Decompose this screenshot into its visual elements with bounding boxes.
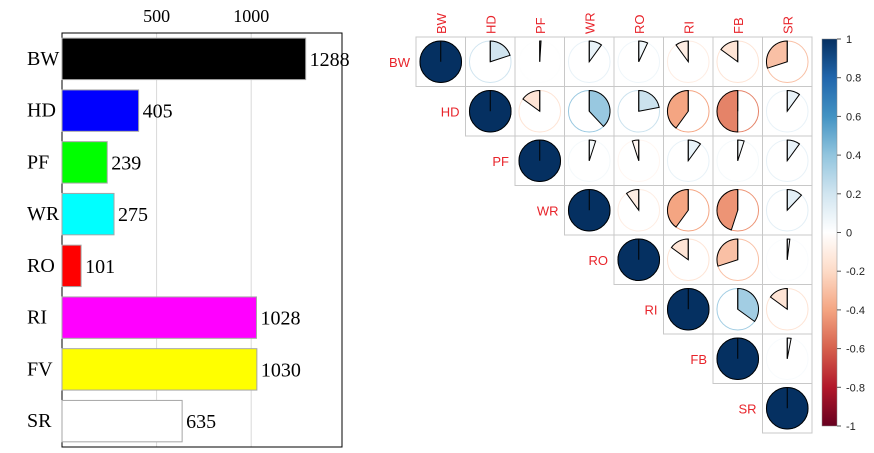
row-label: HD [441,104,460,119]
bar [61,37,307,81]
bar-value-label: 1028 [260,308,300,330]
row-label: WR [537,203,559,218]
column-label: BW [434,12,449,34]
column-label: SR [780,16,795,34]
bar-category-label: WR [27,203,60,225]
bar-plot-border [61,32,343,448]
colorbar-tick-label: 1 [846,34,852,46]
column-label: PF [533,17,548,34]
bar-category-label: RI [27,307,47,329]
bar-category-label: BW [27,48,59,70]
correlation-matrix: BW HD PF WR RO RI FB SR BW HD PF WR RO RI FB SR 1 0.8 0.6 0… [389,12,865,434]
bar-value-label: 405 [143,101,173,123]
row-label: FB [690,352,707,367]
row-label: RI [645,302,658,317]
colorbar-tick-label: 0.8 [846,73,861,85]
colorbar-tick-label: -1 [846,421,856,433]
bar [61,141,108,184]
bar-category-label: RO [27,255,55,277]
colorbar-tick-label: 0.2 [846,189,861,201]
row-label: SR [738,401,756,416]
bar [61,296,257,339]
colorbar-tick-label: 0.4 [846,150,861,162]
pie-fill [765,40,788,69]
colorbar-tick-label: -0.2 [846,266,865,278]
bar [61,89,140,132]
pie-fill [716,188,739,231]
bar-value-label: 1030 [261,359,301,381]
bar [61,348,258,391]
column-label: WR [582,12,597,34]
row-label: BW [389,55,411,70]
pie-fill [666,188,689,228]
pie-fill [666,89,689,129]
bar-value-label: 275 [118,204,148,226]
column-label: HD [483,15,498,34]
column-label: RI [681,21,696,34]
column-label: FB [731,17,746,34]
bar-category-label: SR [27,410,52,432]
bar-value-label: 239 [111,152,141,174]
bar-x-tick-label: 1000 [233,6,269,26]
bar-category-label: FV [27,358,53,380]
pie-fill [716,238,739,267]
pie-fill [588,89,611,128]
bar [61,399,183,443]
colorbar-tick-label: -0.6 [846,344,865,356]
pie-fill [716,89,739,133]
bar-value-label: 101 [85,256,115,278]
bar-x-tick-label: 500 [143,6,170,26]
bar [61,192,115,236]
bar [61,244,82,288]
bar-value-label: 635 [186,411,216,433]
colorbar-tick-label: 0.6 [846,111,861,123]
row-label: RO [589,253,609,268]
row-label: PF [492,154,509,169]
pie-fill [737,287,760,323]
matrix-cell [712,36,763,87]
column-label: RO [632,15,647,35]
colorbar-tick-label: -0.8 [846,382,865,394]
colorbar-tick-label: -0.4 [846,305,865,317]
bar-category-label: HD [27,100,56,122]
colorbar [821,38,838,427]
bar-value-label: 1288 [310,49,350,71]
bar-category-label: PF [27,151,49,173]
colorbar-tick-label: 0 [846,228,852,240]
